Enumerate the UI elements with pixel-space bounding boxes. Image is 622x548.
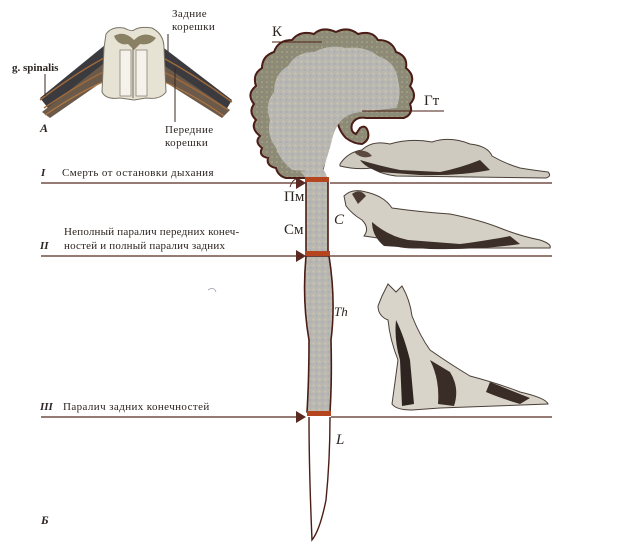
dorsal-roots-label-line1: Задние xyxy=(172,8,208,20)
spinal-cord-cross-section xyxy=(39,26,233,118)
transection-band-ii xyxy=(305,251,330,256)
ganglion-label: g. spinalis xyxy=(12,62,59,74)
medulla-leader xyxy=(289,177,303,188)
left-nerve-bundle xyxy=(40,45,112,108)
spinal-cord xyxy=(303,177,334,542)
numeral-i: I xyxy=(41,167,46,179)
arrowhead-ii xyxy=(296,250,306,262)
transection-band-iii xyxy=(307,411,331,416)
transection-i-text: Смерть от остановки дыхания xyxy=(62,167,214,179)
panel-letter-a: А xyxy=(40,121,49,135)
numeral-iii: III xyxy=(40,401,53,413)
dog-sitting-hind-paralysis xyxy=(377,283,549,411)
cord-upper xyxy=(305,179,329,256)
cortex-label: К xyxy=(272,24,283,40)
transection-line-iii xyxy=(41,411,552,423)
thoracic-segment-label: Th xyxy=(334,304,348,319)
cord-lumbar xyxy=(308,416,331,542)
cord-thoracic xyxy=(303,255,334,413)
transection-line-ii xyxy=(41,250,552,262)
transection-iii-text: Паралич задних конечностей xyxy=(63,401,210,413)
arrowhead-iii xyxy=(296,411,306,423)
medulla-label: Пм xyxy=(284,189,305,205)
transection-band-i xyxy=(305,177,329,182)
lumbar-segment-label: L xyxy=(336,432,345,448)
dog-lying-dead xyxy=(339,138,551,179)
midbrain-label: См xyxy=(284,222,304,238)
scan-mark xyxy=(207,288,217,293)
transection-ii-text-line2: ностей и полный паралич задних xyxy=(64,240,226,252)
right-nerve-bundle xyxy=(156,45,232,110)
cervical-segment-label: C xyxy=(334,212,345,228)
panel-letter-b: Б xyxy=(41,513,49,527)
transection-ii-text-line1: Неполный паралич передних конеч- xyxy=(64,226,240,238)
dog-partial-paralysis xyxy=(343,190,551,250)
arrowhead-i xyxy=(296,177,306,189)
ventral-roots-label-line2: корешки xyxy=(165,137,209,149)
numeral-ii: II xyxy=(40,240,49,252)
dorsal-roots-label-line2: корешки xyxy=(172,21,216,33)
ventral-roots-label-line1: Передние xyxy=(165,124,214,136)
hypothalamus-label: Гт xyxy=(424,93,440,109)
transection-line-i xyxy=(41,177,552,189)
